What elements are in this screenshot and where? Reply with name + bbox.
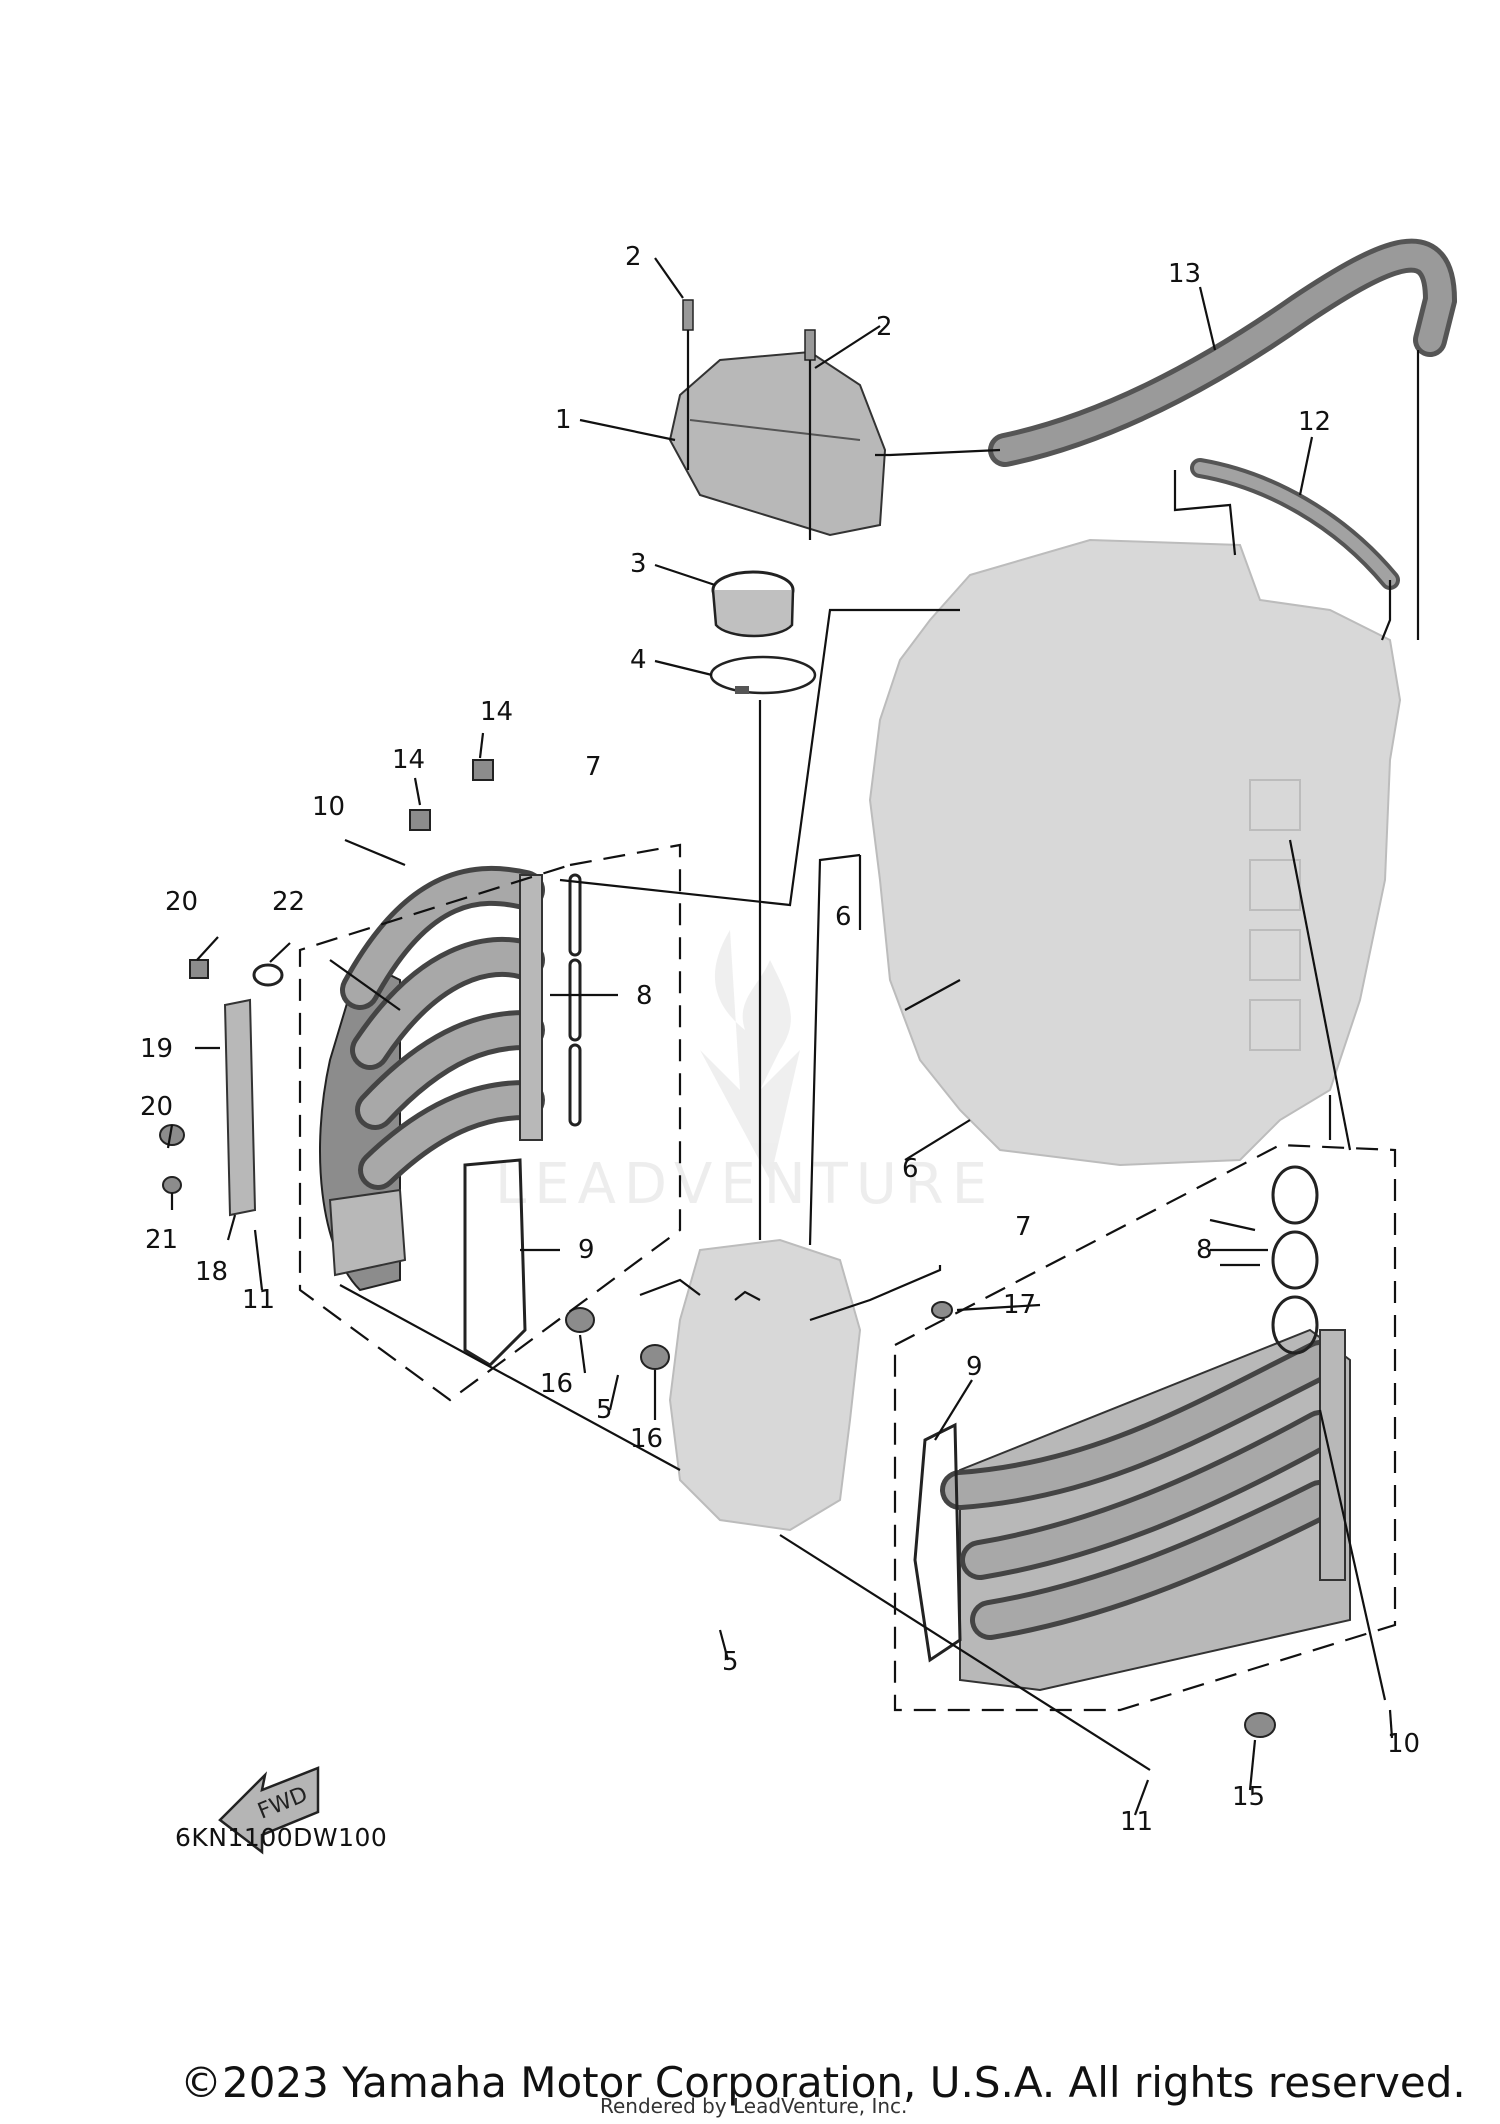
callout-20-mid: 20 <box>140 1092 173 1122</box>
part-12-small-hose <box>1190 458 1400 590</box>
callout-14-right: 14 <box>480 697 513 727</box>
fwd-arrow-icon: FWD <box>218 1766 320 1855</box>
part-17-clip <box>931 1301 953 1319</box>
callout-14-left: 14 <box>392 745 425 775</box>
callout-8-right: 8 <box>1196 1235 1213 1265</box>
part-7-group-right-boundary <box>893 1143 1397 1712</box>
part-15-cap <box>1244 1712 1276 1738</box>
part-21-nut <box>162 1176 182 1194</box>
part-3-ring <box>711 570 795 638</box>
callout-17: 17 <box>1003 1290 1036 1320</box>
callout-15: 15 <box>1232 1782 1265 1812</box>
part-1-intake-cover <box>668 350 887 537</box>
callout-22: 22 <box>272 887 305 917</box>
callout-16-right: 16 <box>630 1424 663 1454</box>
watermark-text: LEADVENTURE <box>495 1152 995 1217</box>
callout-7-right: 7 <box>1015 1212 1032 1242</box>
callout-1: 1 <box>555 405 572 435</box>
part-13-hose <box>988 238 1458 467</box>
callout-10-left: 10 <box>312 792 345 822</box>
part-20-fitting-a <box>189 959 209 979</box>
callout-19: 19 <box>140 1034 173 1064</box>
part-14-cap-b <box>472 759 494 781</box>
part-2-bolt-left <box>682 299 694 470</box>
engine-block <box>668 538 1402 1532</box>
right-intake-manifold <box>940 1328 1351 1692</box>
callout-7-left: 7 <box>585 752 602 782</box>
diagram-code: 6KN1100DW100 <box>175 1823 388 1852</box>
copyright-notice: ©2023 Yamaha Motor Corporation, U.S.A. A… <box>180 2058 1466 2107</box>
callout-20-top: 20 <box>165 887 198 917</box>
callout-11-right: 11 <box>1120 1807 1153 1837</box>
callout-11-left: 11 <box>242 1285 275 1315</box>
callout-labels: 1 2 2 3 4 5 5 6 6 7 7 8 8 9 9 10 10 11 1… <box>140 242 1420 1837</box>
callout-13: 13 <box>1168 259 1201 289</box>
callout-3: 3 <box>630 549 647 579</box>
callout-2-right: 2 <box>876 312 893 342</box>
part-22-fitting <box>252 963 284 987</box>
part-8-gaskets-left <box>568 873 582 1127</box>
part-16-clip-b <box>640 1344 670 1370</box>
callout-10-right: 10 <box>1387 1729 1420 1759</box>
rendered-by-notice: Rendered by LeadVenture, Inc. <box>600 2094 908 2118</box>
callout-16-left: 16 <box>540 1369 573 1399</box>
callout-9-left: 9 <box>578 1235 595 1265</box>
part-18-bracket <box>223 998 257 1217</box>
callout-2-left: 2 <box>625 242 642 272</box>
callout-6-upper: 6 <box>835 902 852 932</box>
callout-5-upper: 5 <box>596 1395 613 1425</box>
part-14-cap-a <box>409 809 431 831</box>
part-4-clamp <box>709 655 817 695</box>
callout-12: 12 <box>1298 407 1331 437</box>
part-7-group-left-boundary <box>298 843 682 1402</box>
part-2-bolt-right <box>804 329 816 540</box>
callout-8-left: 8 <box>636 981 653 1011</box>
callout-9-right: 9 <box>966 1352 983 1382</box>
leader-lines <box>166 257 1420 1816</box>
part-8-gaskets-right <box>1271 1165 1319 1355</box>
callout-6-lower: 6 <box>902 1154 919 1184</box>
part-9-gasket-right <box>913 1422 962 1663</box>
callout-5-lower: 5 <box>722 1647 739 1677</box>
callout-21: 21 <box>145 1225 178 1255</box>
part-9-gasket-left <box>463 1158 527 1367</box>
callout-4: 4 <box>630 645 647 675</box>
leadventure-watermark: LEADVENTURE <box>495 930 995 1217</box>
left-intake-manifold <box>319 865 545 1292</box>
part-16-clip-a <box>565 1307 595 1333</box>
callout-18: 18 <box>195 1257 228 1287</box>
